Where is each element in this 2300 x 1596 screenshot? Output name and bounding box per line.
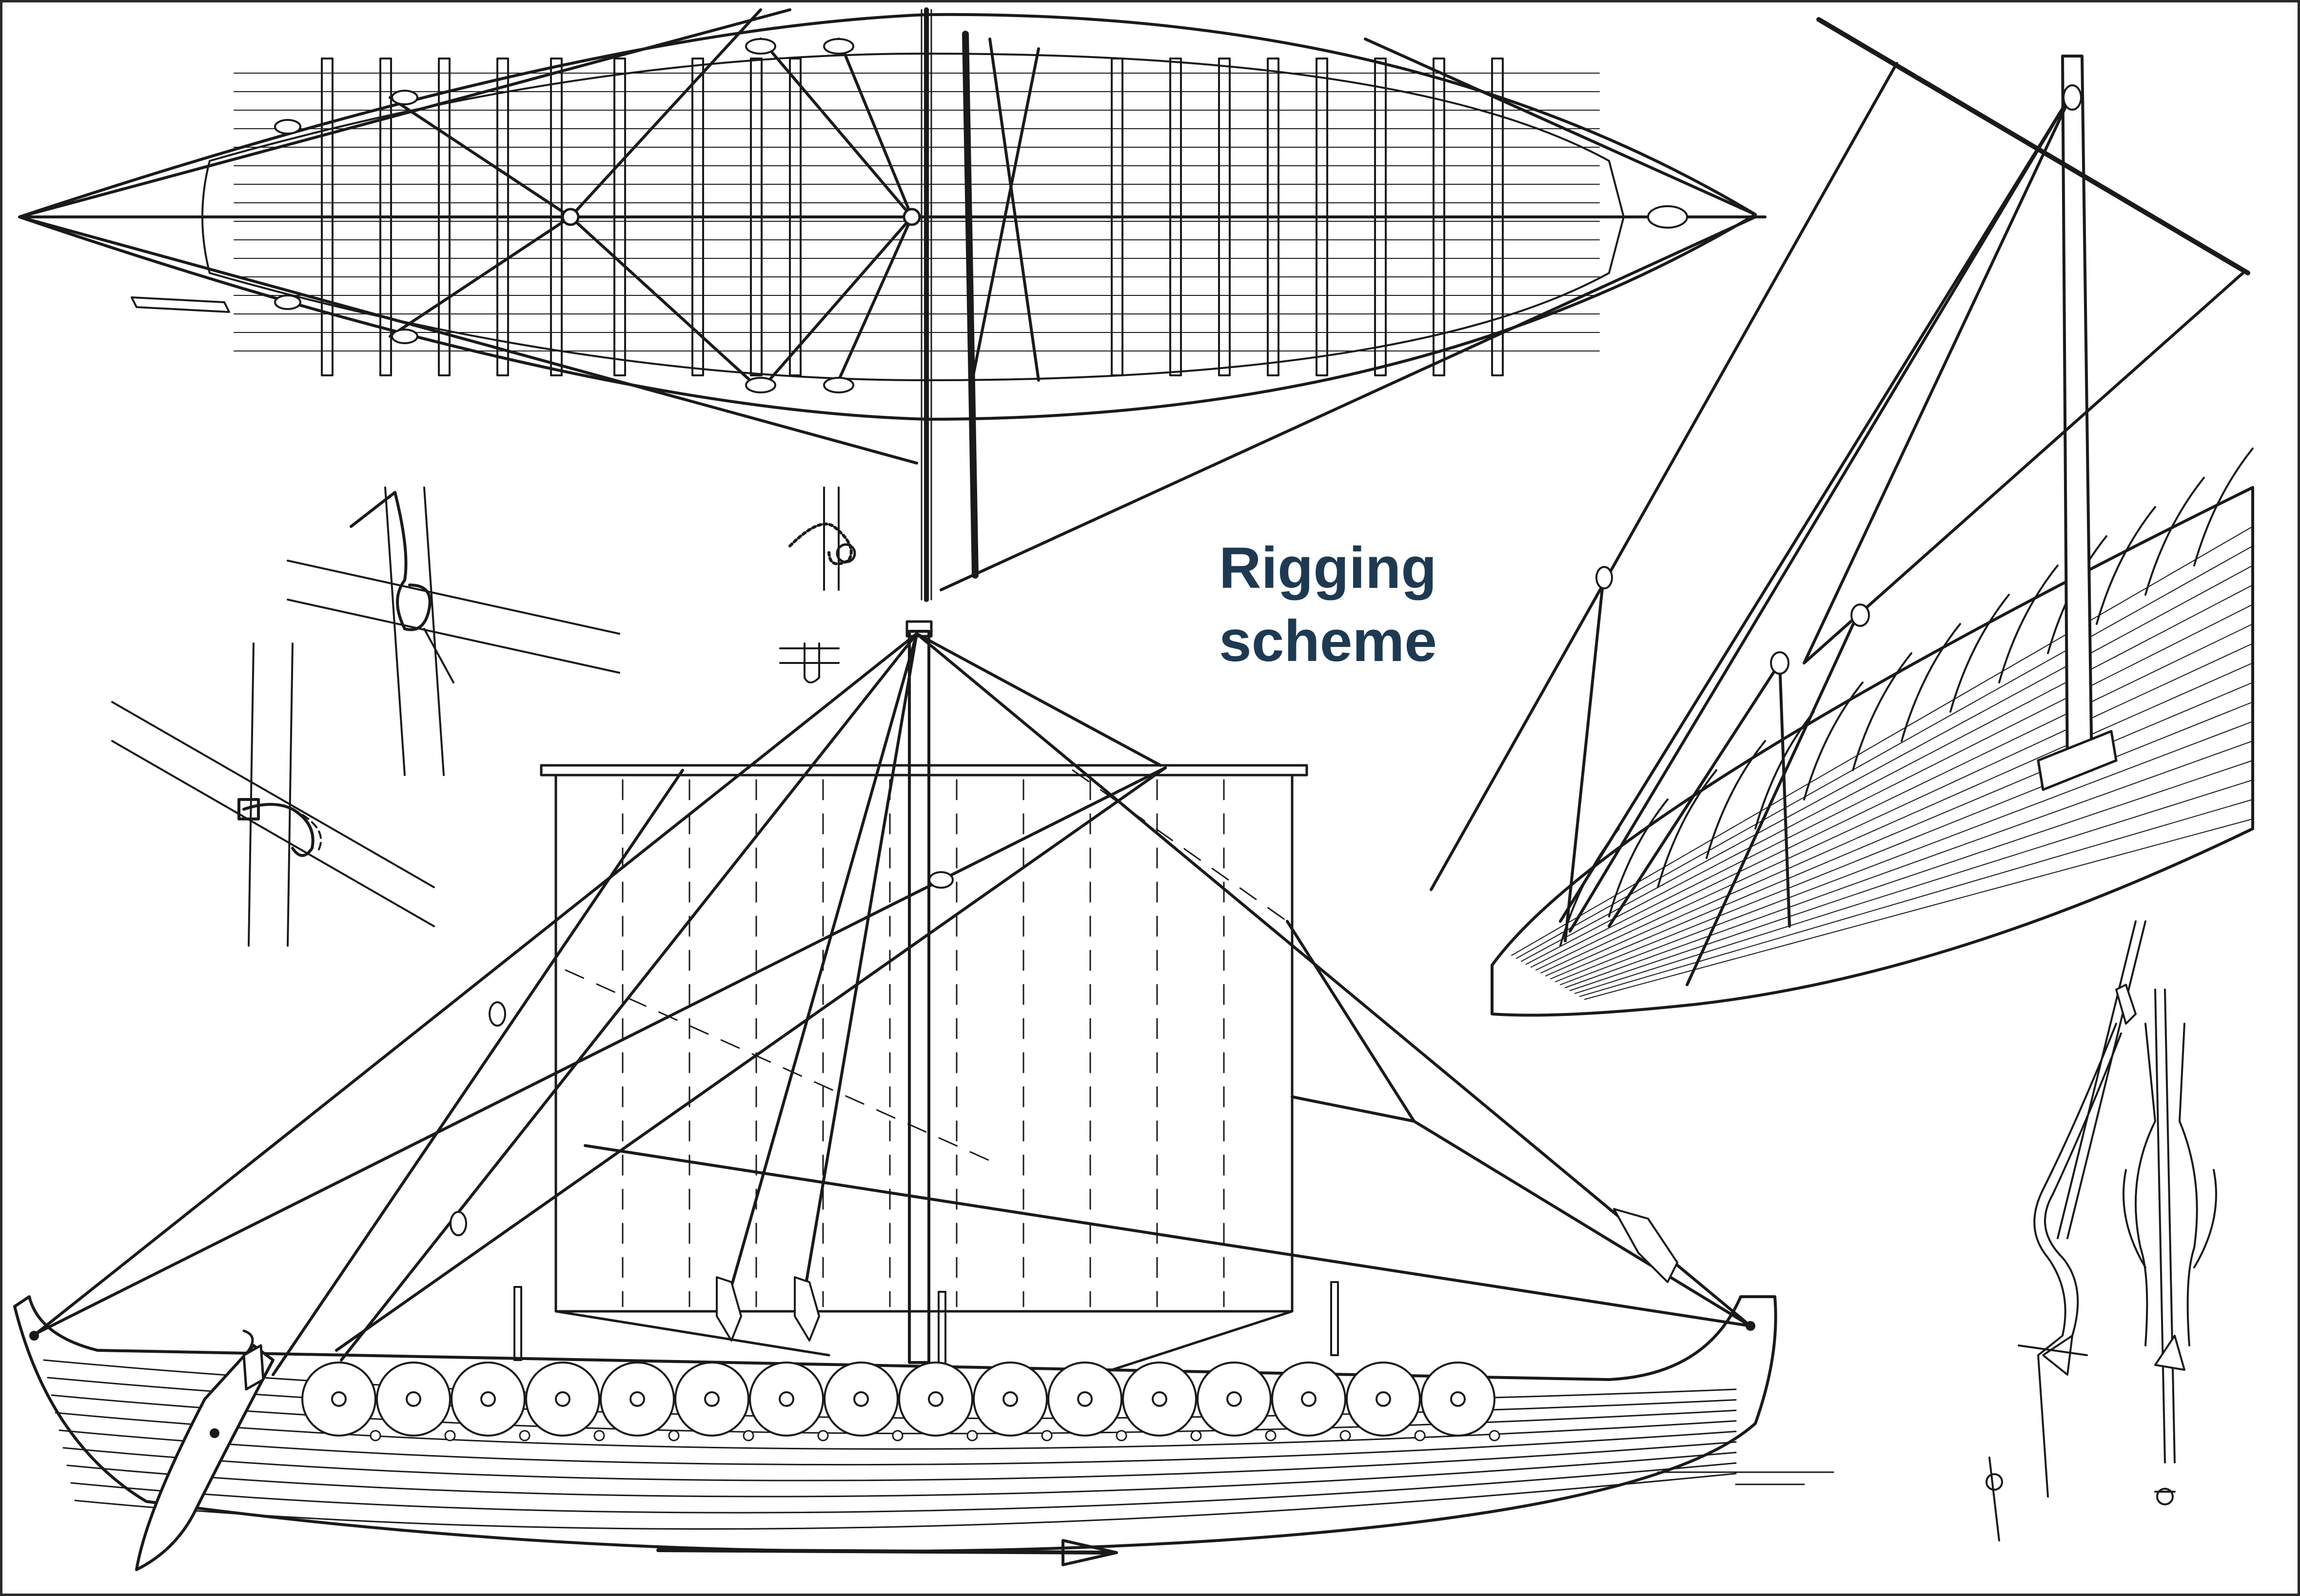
title-line-1: Rigging [1219, 535, 1437, 601]
shroud-tackle-detail [1985, 920, 2217, 1541]
side-elevation [13, 620, 1834, 1571]
plan-view [18, 7, 1767, 602]
perspective-hull [1430, 17, 2254, 1017]
drawing-title: Rigging scheme [1219, 531, 1473, 678]
rigging-block-details [111, 487, 856, 947]
title-line-2: scheme [1219, 608, 1437, 674]
